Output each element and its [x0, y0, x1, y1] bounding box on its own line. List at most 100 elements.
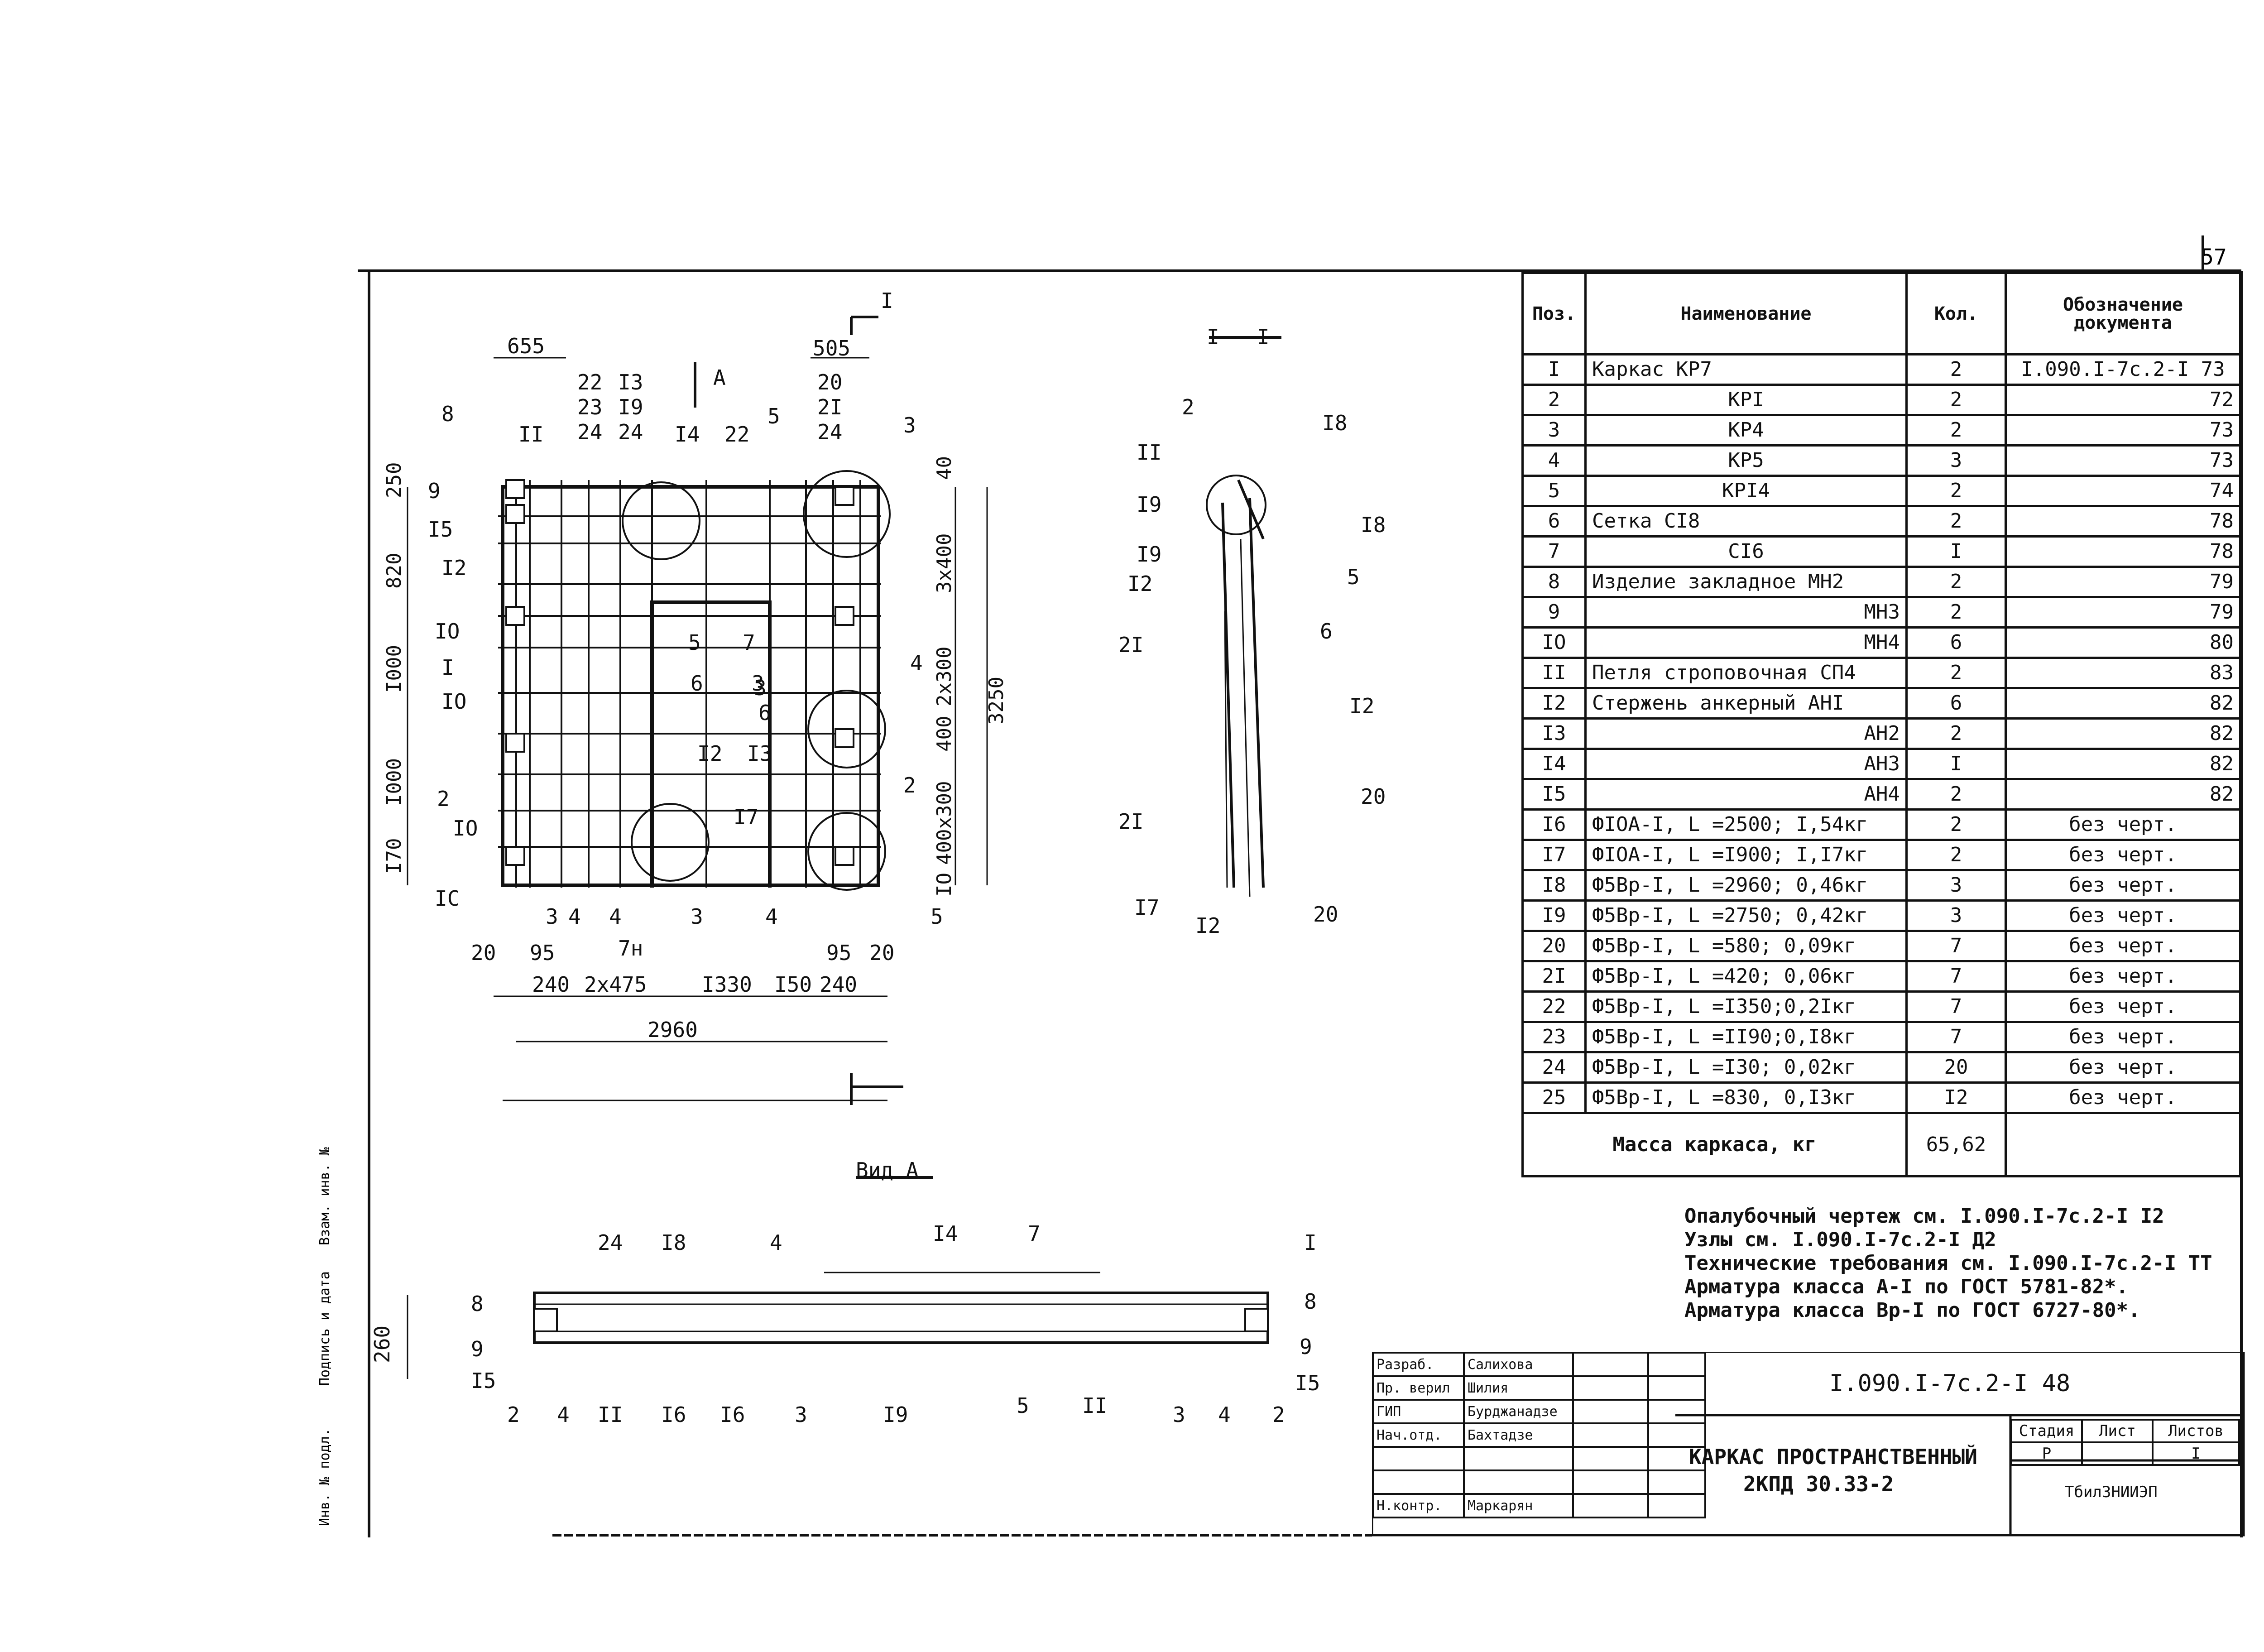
role-title: ГИП: [1372, 1399, 1465, 1424]
spec-pos: I7: [1521, 839, 1587, 871]
dim-label: 2960: [648, 1018, 698, 1042]
spec-name: Ф5Вр-I, L =I350;0,2Iкг: [1584, 990, 1908, 1023]
role-row: [1372, 1470, 1706, 1495]
callout: II: [598, 1402, 623, 1427]
callout: I3: [747, 741, 772, 766]
spec-qty: 7: [1905, 1021, 2007, 1053]
specification-table: Поз. Наименование Кол. Обозначение докум…: [1521, 272, 2241, 1177]
spec-doc: без черт.: [2005, 960, 2241, 993]
spec-pos: 4: [1521, 444, 1587, 477]
sheet-frame: [358, 235, 2243, 1537]
spec-pos: 23: [1521, 1021, 1587, 1053]
spec-doc: 82: [2005, 687, 2241, 720]
sidebar-label: Инв. № подл.: [317, 1428, 333, 1526]
dim-label: 22: [577, 370, 602, 394]
callout: I: [441, 655, 454, 680]
spec-name: КР4: [1584, 414, 1908, 447]
view-a-labels: Вид А 260 8 9 I5 24 I8 4 I4 7 I 8 9 I5 2…: [370, 1158, 1320, 1427]
callout: I5: [428, 517, 453, 542]
spec-pos: 22: [1521, 990, 1587, 1023]
section-labels: I - I 2 I8 II I9 I8 I9 I2 5 6 2I I2 20 2…: [1118, 325, 1386, 938]
callout: 2: [1182, 395, 1194, 419]
node-circles: [622, 470, 891, 891]
spec-doc: 79: [2005, 596, 2241, 629]
spec-pos: 20: [1521, 930, 1587, 962]
callout: 8: [441, 402, 454, 426]
callout: 24: [598, 1230, 623, 1255]
spec-name: Изделие закладное МН2: [1584, 566, 1908, 598]
spec-pos: I3: [1521, 717, 1587, 750]
role-person: Маркарян: [1463, 1493, 1574, 1518]
callout: 4: [910, 651, 923, 675]
dim-label: 95: [530, 941, 555, 965]
dim-label: 2x300: [933, 647, 956, 706]
role-date: [1647, 1493, 1706, 1518]
organization: ТбилЗНИИЭП: [2065, 1483, 2158, 1501]
callout: I2: [1195, 913, 1220, 938]
dim-label: 95: [826, 941, 851, 965]
spec-doc: без черт.: [2005, 808, 2241, 841]
spec-name: КРI: [1584, 384, 1908, 416]
role-signature: [1572, 1352, 1649, 1377]
spec-name: АН2: [1584, 717, 1908, 750]
drawing-title: КАРКАС ПРОСТРАНСТВЕННЫЙ: [1689, 1445, 1977, 1469]
spec-name: Ф5Вр-I, L =I30; 0,02кг: [1584, 1051, 1908, 1084]
callout: II: [1082, 1393, 1107, 1418]
header-doc: Обозначение документа: [2005, 272, 2241, 355]
spec-name: Петля строповочная СП4: [1584, 657, 1908, 689]
sheet-header: Лист: [2081, 1419, 2154, 1443]
mass-label: Масса каркаса, кг: [1521, 1112, 1908, 1177]
spec-name: МН3: [1584, 596, 1908, 629]
spec-pos: 3: [1521, 414, 1587, 447]
spec-pos: 8: [1521, 566, 1587, 598]
sheets-value: I: [2152, 1441, 2240, 1466]
dim-label: I000: [383, 758, 406, 806]
callout: 8: [471, 1292, 484, 1316]
spec-name: СI6: [1584, 535, 1908, 568]
spec-name: КР5: [1584, 444, 1908, 477]
spec-qty: 2: [1905, 657, 2007, 689]
spec-doc: 73: [2005, 414, 2241, 447]
spec-pos: I2: [1521, 687, 1587, 720]
role-date: [1647, 1399, 1706, 1424]
callout: 3: [795, 1402, 807, 1427]
role-signature: [1572, 1470, 1649, 1495]
role-date: [1647, 1470, 1706, 1495]
callout: I2: [441, 556, 466, 580]
callout: I4: [675, 422, 700, 447]
header-pos: Поз.: [1521, 272, 1587, 355]
spec-qty: I2: [1905, 1081, 2007, 1114]
dim-label: 820: [383, 553, 406, 589]
callout: I6: [720, 1402, 745, 1427]
role-signature: [1572, 1422, 1649, 1448]
drawing-subtitle: 2КПД 30.33-2: [1743, 1472, 1894, 1496]
callout: 5: [1347, 565, 1360, 589]
dim-label: 240: [532, 972, 570, 997]
note-line: Арматура класса А-I по ГОСТ 5781-82*.: [1684, 1275, 2129, 1298]
spec-doc: без черт.: [2005, 1021, 2241, 1053]
spec-name: Ф5Вр-I, L =2750; 0,42кг: [1584, 899, 1908, 932]
role-title: [1372, 1470, 1465, 1495]
dim-label: 20: [869, 941, 894, 965]
callout: I8: [1322, 411, 1347, 435]
callout: 3: [754, 676, 767, 700]
sidebar-label: Взам. инв. №: [317, 1147, 333, 1245]
callout: 3: [691, 904, 703, 929]
spec-qty: 7: [1905, 990, 2007, 1023]
spec-qty: 2: [1905, 353, 2007, 386]
callout: 2: [507, 1402, 520, 1427]
dim-label: 23: [577, 395, 602, 419]
spec-doc: без черт.: [2005, 1081, 2241, 1114]
callout: 5: [1017, 1393, 1029, 1418]
dim-label: 40: [933, 456, 956, 480]
dim-label: I70: [383, 838, 406, 874]
callout: 9: [471, 1337, 484, 1361]
